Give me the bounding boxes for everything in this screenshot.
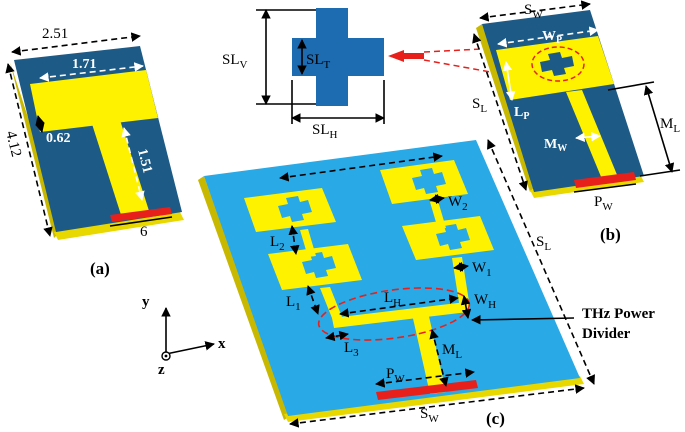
- c-l3-dim: [325, 330, 349, 342]
- c-l2-dim: [288, 225, 300, 255]
- y-axis-label: y: [142, 294, 150, 310]
- panel-b-sw-label: SW: [524, 2, 543, 21]
- c-annotation-leader: [471, 315, 575, 325]
- coordinate-axes: y x z: [142, 294, 226, 378]
- slt-label: SLT: [306, 52, 331, 71]
- panel-b-cross-slot: [540, 52, 574, 76]
- panel-c: W2 W1 WH L2 L1 LH L3 ML PW SL SW THz Pow…: [198, 139, 655, 428]
- c-annotation-line2: Divider: [582, 326, 631, 342]
- c-line-right-upper: [430, 201, 446, 229]
- c-slot-top-left: [278, 196, 312, 222]
- cross-inset: SLV SLT SLH: [222, 8, 547, 141]
- c-sl-dim: [487, 139, 595, 385]
- panel-b-ml-dim: [643, 85, 675, 173]
- slv-label: SLV: [222, 52, 248, 71]
- panel-b-sl-label: SL: [472, 96, 487, 115]
- panel-b-wp-label: WP: [542, 29, 562, 46]
- c-line-left-lower: [320, 287, 344, 323]
- panel-a-width-dim: [11, 32, 141, 56]
- c-sw-label: SW: [420, 406, 439, 425]
- c-sl-label: SL: [536, 234, 551, 253]
- c-w1-arrow: [453, 262, 469, 272]
- panel-b-ml-tick-bottom: [639, 169, 681, 177]
- c-wh-arrow: [460, 295, 472, 319]
- c-slot-mid-right: [436, 224, 470, 250]
- panel-a-port: [110, 207, 172, 222]
- panel-a-feed-width-label: 6: [140, 224, 148, 240]
- panel-b-lp-dim: [502, 61, 516, 101]
- cross-shape: [292, 8, 384, 106]
- panel-a-patch-width-label: 1.71: [72, 57, 97, 72]
- panel-a-patch-height-arrow: [35, 115, 45, 133]
- panel-a-feed-length-dim: [121, 127, 145, 201]
- panel-b-sw-dim: [479, 0, 591, 22]
- panel-a-feed-length-label: 1.51: [134, 147, 154, 174]
- c-line-left-upper: [300, 229, 316, 257]
- c-l2-label: L2: [270, 234, 285, 253]
- panel-a-substrate-bottom: [54, 212, 184, 240]
- z-axis-dot: [164, 354, 168, 358]
- c-pw-label: PW: [386, 366, 405, 385]
- panel-b-slot-highlight: [531, 46, 585, 82]
- c-pw-dim: [375, 368, 475, 388]
- c-l3-label: L3: [344, 340, 359, 359]
- c-slot-mid-left: [302, 252, 336, 278]
- zoom-arrow: [388, 50, 424, 62]
- c-lh-label: LH: [384, 290, 401, 309]
- panel-b-sl-dim: [472, 33, 528, 191]
- panel-c-caption: (c): [486, 409, 505, 428]
- c-annotation-line1: THz Power: [582, 306, 655, 322]
- panel-b-substrate: [482, 10, 644, 192]
- panel-a-patch-height-label: 0.62: [46, 131, 71, 146]
- slh-label: SLH: [312, 122, 338, 141]
- panel-c-substrate-side: [198, 176, 290, 420]
- panel-a-width-label: 2.51: [42, 26, 68, 42]
- z-axis-label: z: [158, 362, 165, 378]
- c-l1-label: L1: [286, 294, 301, 313]
- panel-a-patch-width-dim: [39, 62, 144, 82]
- panel-b-wp-dim: [497, 26, 599, 48]
- panel-a: 2.51 1.71 4.12 0.62 1.51 6 (a): [2, 26, 184, 278]
- c-w2-label: W2: [448, 194, 468, 213]
- c-top-width-dim: [279, 152, 443, 182]
- c-l1-dim: [306, 285, 320, 315]
- c-ml-label: ML: [442, 342, 462, 361]
- c-w2-arrow: [429, 194, 445, 204]
- panel-a-patch: [30, 70, 158, 132]
- panel-a-feed-width-dim: [109, 216, 173, 227]
- panel-a-caption: (a): [90, 259, 110, 278]
- x-axis-label: x: [218, 336, 226, 352]
- x-axis: [165, 341, 215, 355]
- panel-b-ml-tick-top: [607, 81, 655, 91]
- panel-b-caption: (b): [600, 225, 621, 244]
- panel-a-height-label: 4.12: [2, 129, 24, 158]
- panel-b-mw-arrow: [575, 131, 601, 143]
- panel-b-pw-label: PW: [594, 194, 613, 213]
- panel-b-lp-label: LP: [514, 105, 529, 122]
- panel-b-ml-label: ML: [660, 116, 680, 135]
